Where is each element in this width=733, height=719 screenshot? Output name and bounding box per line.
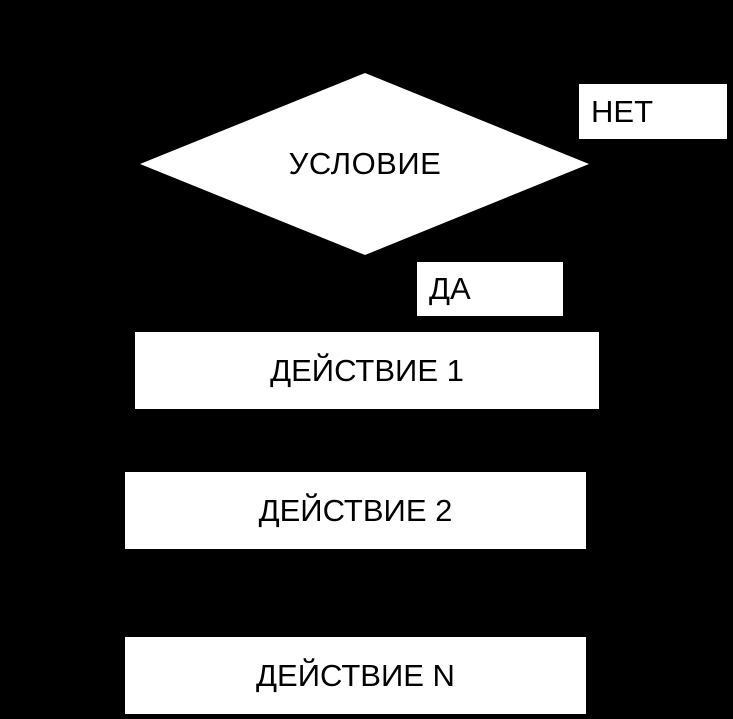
- no-branch-label: НЕТ: [579, 84, 727, 139]
- action-1-box: ДЕЙСТВИЕ 1: [135, 332, 599, 409]
- condition-label: УСЛОВИЕ: [288, 146, 442, 181]
- yes-branch-label: ДА: [417, 262, 563, 316]
- action-n-box: ДЕЙСТВИЕ N: [125, 637, 586, 714]
- condition-diamond-shape: [140, 73, 589, 255]
- action-2-box: ДЕЙСТВИЕ 2: [125, 472, 586, 549]
